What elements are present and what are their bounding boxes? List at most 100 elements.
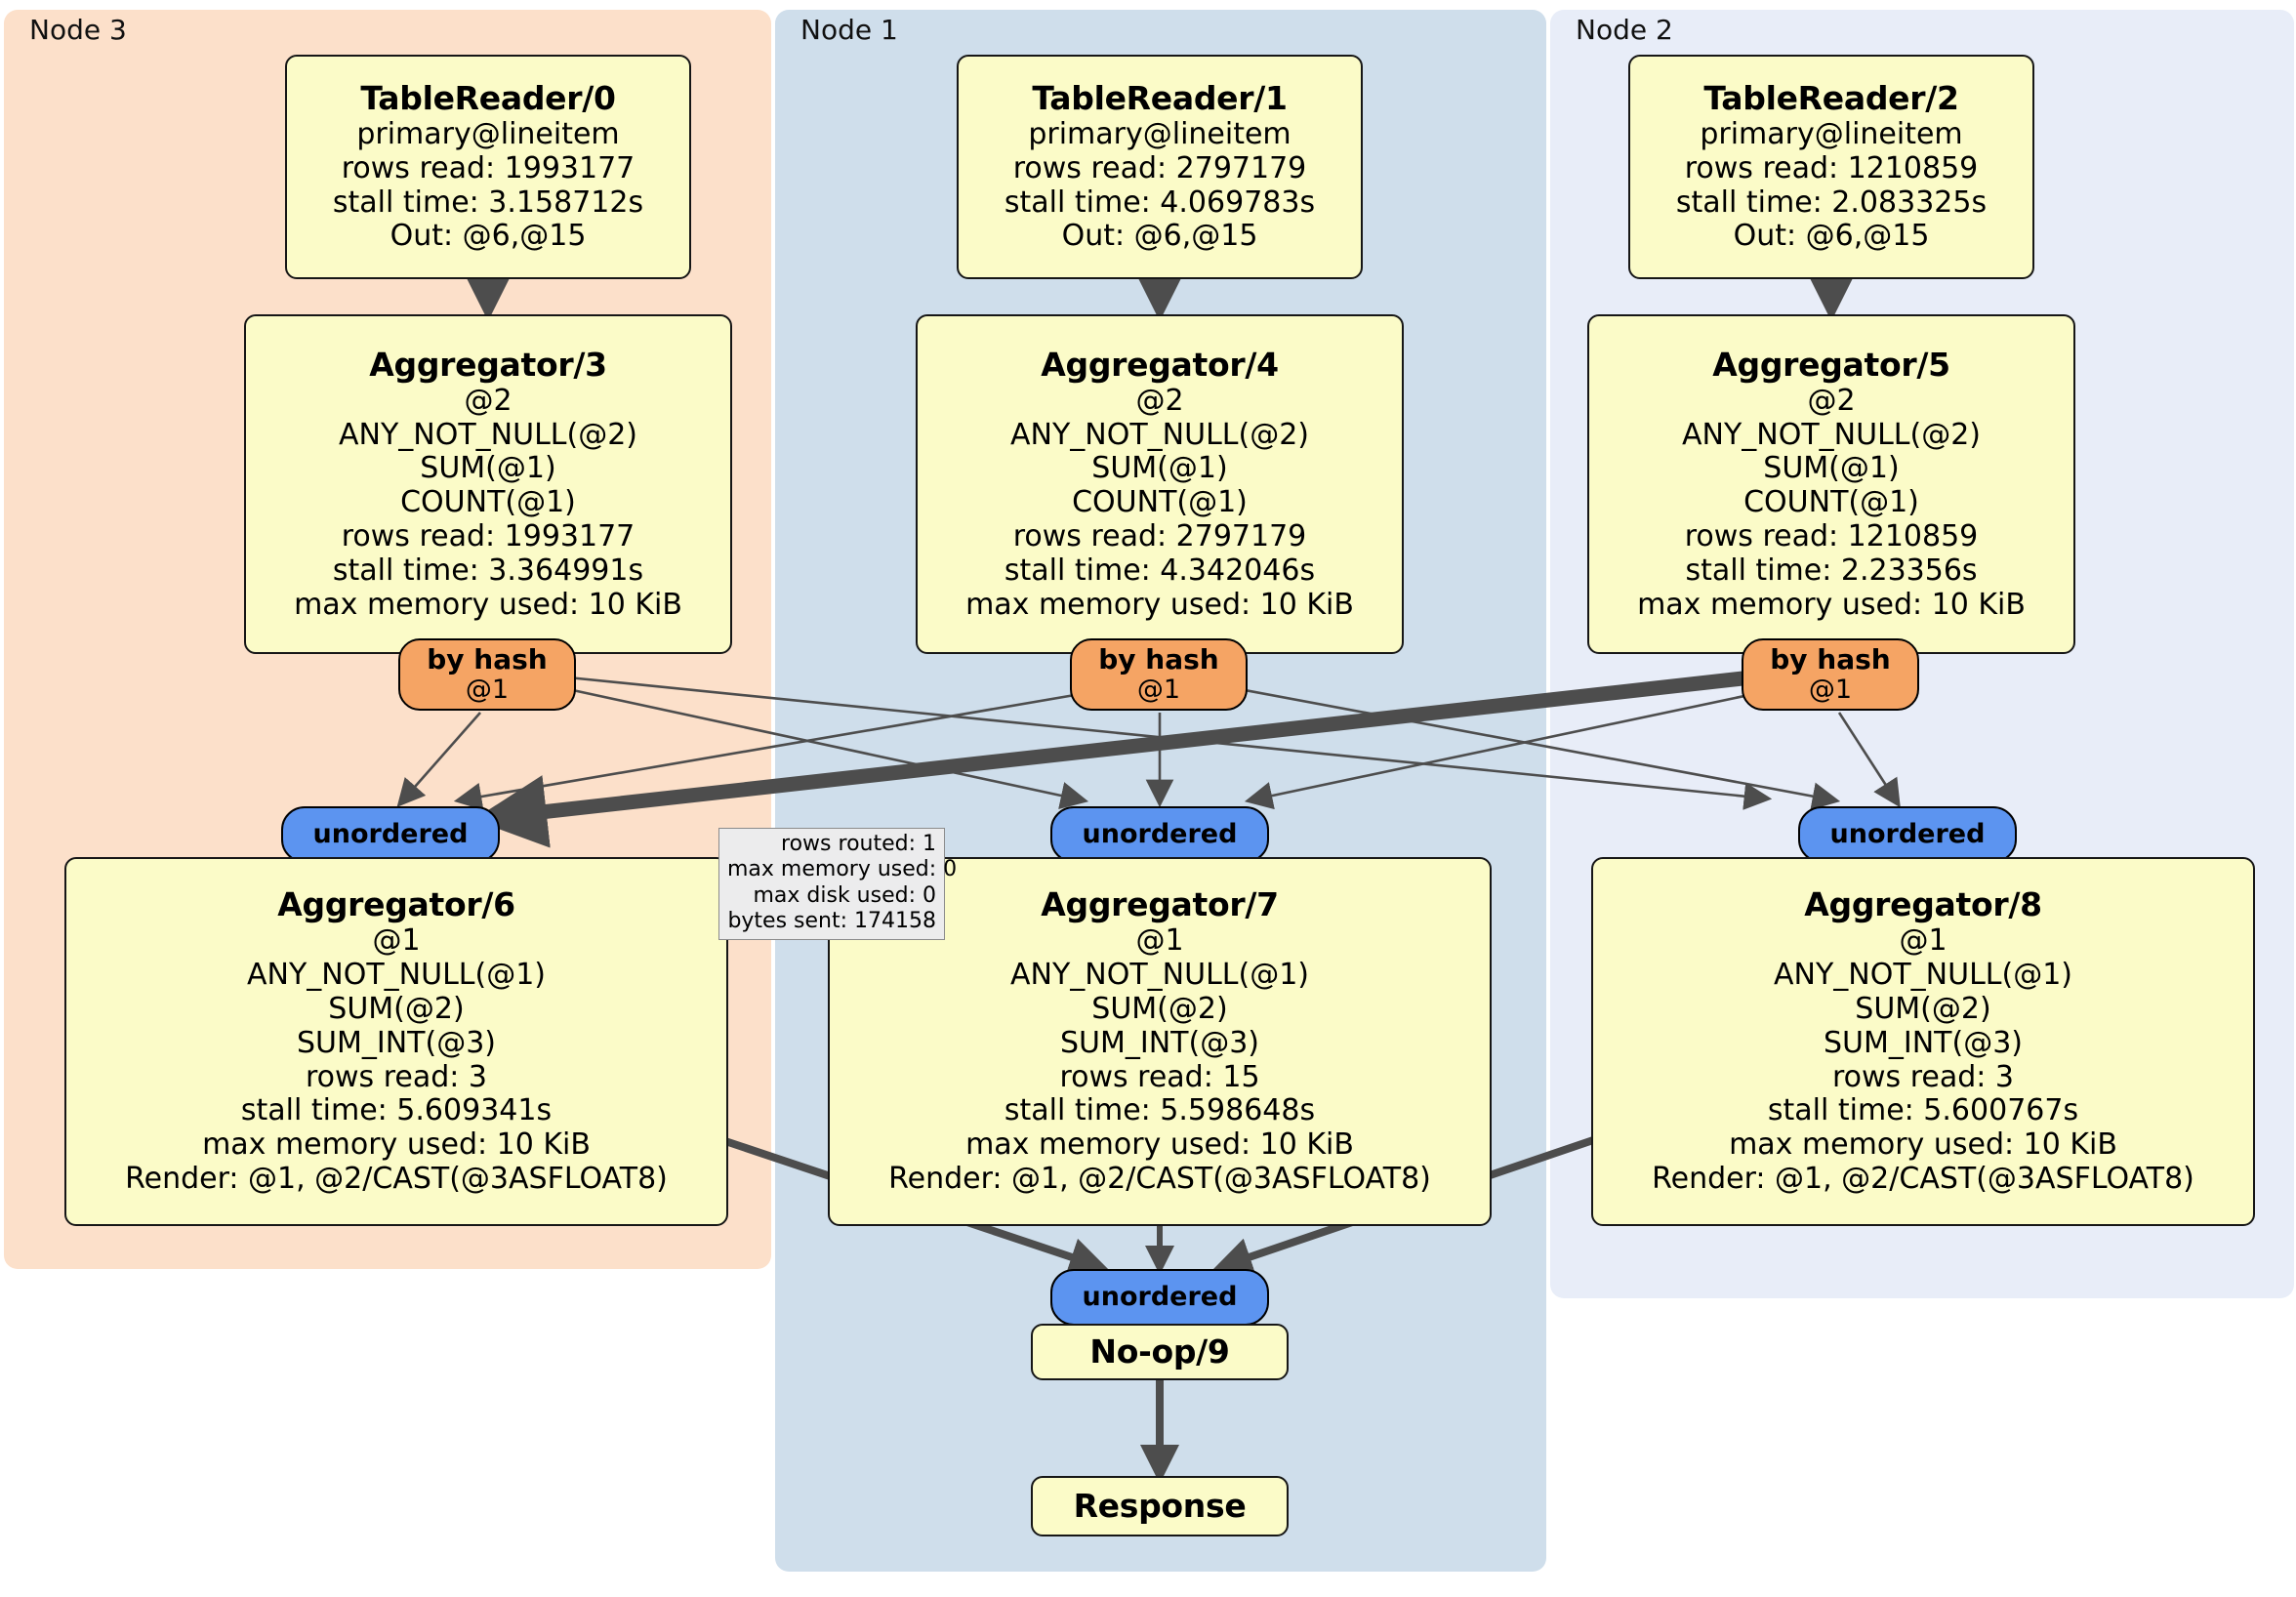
router-by-hash-4[interactable]: by hash @1	[1070, 638, 1248, 711]
node-detail-line: ANY_NOT_NULL(@2)	[339, 417, 637, 452]
node-detail-line: SUM(@2)	[1855, 992, 1991, 1027]
node-detail-line: COUNT(@1)	[400, 485, 576, 520]
node-detail-line: COUNT(@1)	[1743, 485, 1919, 520]
router-unordered-8[interactable]: unordered	[1798, 806, 2017, 863]
node-detail-line: @2	[1135, 383, 1184, 418]
node-aggregator-8[interactable]: Aggregator/8 @1 ANY_NOT_NULL(@1) SUM(@2)…	[1591, 857, 2255, 1226]
edge-stats-tooltip: rows routed: 1 max memory used: 0 max di…	[718, 828, 958, 940]
node-detail-line: max memory used: 10 KiB	[1729, 1127, 2117, 1163]
node-detail-line: ANY_NOT_NULL(@2)	[1682, 417, 1981, 452]
router-label: unordered	[1082, 819, 1238, 850]
node-detail-line: SUM_INT(@3)	[297, 1025, 496, 1060]
node-detail-line: stall time: 3.364991s	[332, 553, 644, 588]
node-detail-line: stall time: 3.158712s	[332, 184, 644, 220]
node-detail-line: Render: @1, @2/CAST(@3ASFLOAT8)	[125, 1162, 668, 1197]
node-detail-line: stall time: 5.609341s	[240, 1093, 553, 1128]
node-title: Aggregator/3	[369, 345, 607, 384]
node-detail-line: primary@lineitem	[1028, 117, 1292, 152]
router-label: unordered	[1082, 1282, 1238, 1313]
node-detail-line: max memory used: 10 KiB	[1637, 587, 2026, 622]
node-title: Aggregator/5	[1712, 345, 1950, 384]
node-detail-line: @1	[1899, 923, 1948, 959]
node-detail-line: rows read: 15	[1059, 1059, 1260, 1094]
node-detail-line: ANY_NOT_NULL(@2)	[1010, 417, 1309, 452]
node-detail-line: Out: @6,@15	[390, 219, 587, 254]
router-unordered-6[interactable]: unordered	[281, 806, 500, 863]
node-detail-line: stall time: 4.069783s	[1004, 184, 1316, 220]
node-detail-line: Render: @1, @2/CAST(@3ASFLOAT8)	[1652, 1162, 2194, 1197]
node-detail-line: @2	[464, 383, 512, 418]
node-detail-line: stall time: 2.23356s	[1685, 553, 1978, 588]
router-label: by hash	[427, 643, 548, 676]
node-detail-line: Out: @6,@15	[1061, 219, 1258, 254]
node-detail-line: max memory used: 10 KiB	[202, 1127, 591, 1163]
node-title: Aggregator/7	[1041, 885, 1279, 924]
cluster-label-node3: Node 3	[29, 14, 127, 46]
tooltip-line: rows routed: 1	[781, 832, 936, 856]
router-sublabel: @1	[1808, 674, 1853, 705]
node-detail-line: SUM(@2)	[1091, 992, 1228, 1027]
router-label: unordered	[1829, 819, 1986, 850]
node-tablereader-0[interactable]: TableReader/0 primary@lineitem rows read…	[285, 55, 691, 279]
node-title: Response	[1073, 1486, 1247, 1525]
node-detail-line: ANY_NOT_NULL(@1)	[1010, 958, 1309, 993]
node-detail-line: rows read: 3	[1831, 1059, 2015, 1094]
node-detail-line: Render: @1, @2/CAST(@3ASFLOAT8)	[888, 1162, 1431, 1197]
node-detail-line: rows read: 1210859	[1684, 150, 1979, 185]
cluster-label-node1: Node 1	[800, 14, 898, 46]
node-detail-line: SUM_INT(@3)	[1824, 1025, 2023, 1060]
node-detail-line: rows read: 2797179	[1012, 519, 1307, 554]
node-detail-line: stall time: 2.083325s	[1675, 184, 1988, 220]
node-title: No-op/9	[1089, 1331, 1230, 1371]
router-sublabel: @1	[465, 674, 510, 705]
router-by-hash-5[interactable]: by hash @1	[1742, 638, 1919, 711]
router-label: by hash	[1098, 643, 1219, 676]
node-title: TableReader/2	[1703, 78, 1959, 117]
node-detail-line: ANY_NOT_NULL(@1)	[1774, 958, 2072, 993]
node-detail-line: rows read: 3	[305, 1059, 488, 1094]
node-title: TableReader/1	[1032, 78, 1288, 117]
router-label: by hash	[1770, 643, 1891, 676]
node-detail-line: rows read: 1993177	[341, 150, 636, 185]
node-detail-line: stall time: 5.600767s	[1767, 1093, 2079, 1128]
node-aggregator-4[interactable]: Aggregator/4 @2 ANY_NOT_NULL(@2) SUM(@1)…	[916, 314, 1404, 654]
router-label: unordered	[312, 819, 469, 850]
node-detail-line: rows read: 1993177	[341, 519, 636, 554]
node-detail-line: @1	[372, 923, 421, 959]
tooltip-line: max memory used: 0	[727, 857, 958, 882]
node-title: TableReader/0	[360, 78, 616, 117]
node-detail-line: SUM(@1)	[420, 451, 556, 486]
node-title: Aggregator/6	[277, 885, 515, 924]
node-detail-line: primary@lineitem	[1700, 117, 1963, 152]
node-detail-line: Out: @6,@15	[1733, 219, 1930, 254]
node-detail-line: COUNT(@1)	[1072, 485, 1248, 520]
node-response[interactable]: Response	[1031, 1476, 1289, 1536]
cluster-label-node2: Node 2	[1576, 14, 1673, 46]
node-detail-line: rows read: 2797179	[1012, 150, 1307, 185]
node-detail-line: rows read: 1210859	[1684, 519, 1979, 554]
node-tablereader-1[interactable]: TableReader/1 primary@lineitem rows read…	[957, 55, 1363, 279]
tooltip-line: max disk used: 0	[753, 882, 936, 908]
tooltip-line: bytes sent: 174158	[727, 909, 936, 934]
node-detail-line: max memory used: 10 KiB	[965, 587, 1354, 622]
router-unordered-7[interactable]: unordered	[1050, 806, 1269, 863]
node-noop-9[interactable]: No-op/9	[1031, 1324, 1289, 1380]
router-sublabel: @1	[1136, 674, 1181, 705]
node-detail-line: max memory used: 10 KiB	[965, 1127, 1354, 1163]
node-detail-line: SUM(@1)	[1763, 451, 1900, 486]
node-detail-line: SUM_INT(@3)	[1060, 1025, 1259, 1060]
router-unordered-9[interactable]: unordered	[1050, 1269, 1269, 1326]
node-detail-line: SUM(@1)	[1091, 451, 1228, 486]
node-aggregator-5[interactable]: Aggregator/5 @2 ANY_NOT_NULL(@2) SUM(@1)…	[1587, 314, 2075, 654]
router-by-hash-3[interactable]: by hash @1	[398, 638, 576, 711]
node-detail-line: ANY_NOT_NULL(@1)	[247, 958, 546, 993]
node-title: Aggregator/4	[1041, 345, 1279, 384]
node-detail-line: primary@lineitem	[356, 117, 620, 152]
node-detail-line: max memory used: 10 KiB	[294, 587, 682, 622]
node-tablereader-2[interactable]: TableReader/2 primary@lineitem rows read…	[1628, 55, 2034, 279]
node-title: Aggregator/8	[1804, 885, 2042, 924]
node-detail-line: stall time: 4.342046s	[1004, 553, 1316, 588]
node-aggregator-3[interactable]: Aggregator/3 @2 ANY_NOT_NULL(@2) SUM(@1)…	[244, 314, 732, 654]
node-aggregator-6[interactable]: Aggregator/6 @1 ANY_NOT_NULL(@1) SUM(@2)…	[64, 857, 728, 1226]
